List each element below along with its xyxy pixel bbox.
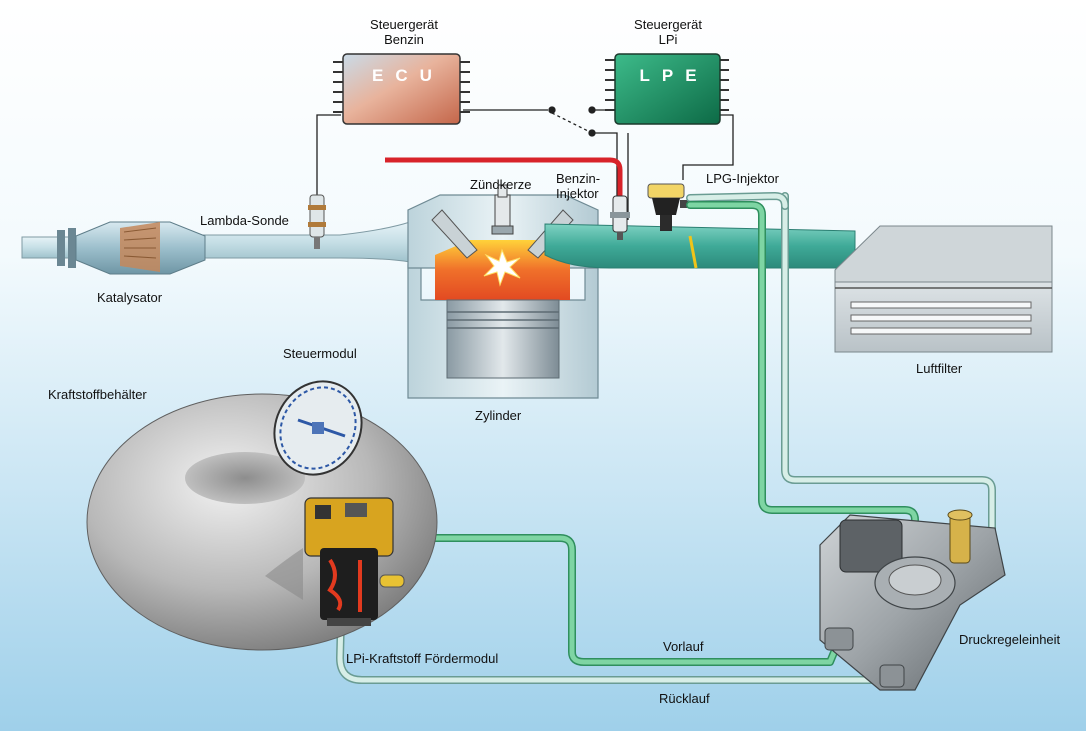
ecu-chip bbox=[342, 53, 461, 125]
ecu-title: Steuergerät Benzin bbox=[349, 17, 459, 47]
label-vorlauf: Vorlauf bbox=[663, 639, 704, 654]
petrol-line bbox=[385, 157, 623, 200]
petrol-injector bbox=[610, 195, 630, 240]
label-lambda-sonde: Lambda-Sonde bbox=[200, 213, 289, 228]
label-luftfilter: Luftfilter bbox=[916, 361, 963, 376]
label-lpg-injektor: LPG-Injektor bbox=[706, 171, 779, 186]
air-filter bbox=[834, 225, 1053, 353]
label-zuendkerze: Zündkerze bbox=[470, 177, 532, 192]
label-foerdermodul: LPi-Kraftstoff Fördermodul bbox=[346, 651, 499, 666]
lpg-injector bbox=[647, 183, 694, 231]
lpe-chip bbox=[614, 53, 721, 125]
catalytic-converter bbox=[57, 221, 206, 275]
lpe-chip-label: LPE bbox=[639, 66, 708, 85]
ecu-title-line2: Benzin bbox=[384, 32, 424, 47]
lpe-title-line2: LPi bbox=[658, 32, 678, 47]
intake-manifold bbox=[544, 223, 856, 269]
label-zylinder: Zylinder bbox=[475, 408, 522, 423]
fuel-pump-module bbox=[304, 497, 405, 626]
piston bbox=[446, 299, 560, 379]
label-steuermodul: Steuermodul bbox=[283, 346, 357, 361]
ecu-chip-label: ECU bbox=[372, 66, 444, 85]
lpe-title: Steuergerät LPi bbox=[613, 17, 723, 47]
control-module bbox=[273, 380, 363, 476]
label-benzin-injektor: Benzin- Injektor bbox=[556, 171, 600, 201]
label-kraftstoffbehaelter: Kraftstoffbehälter bbox=[48, 387, 147, 402]
lpe-unit: LPE bbox=[605, 53, 729, 125]
lambda-sensor bbox=[308, 194, 326, 249]
spark bbox=[483, 248, 521, 287]
ecu-unit: ECU bbox=[333, 53, 470, 125]
engine-cylinder bbox=[407, 184, 599, 399]
label-druckregeleinheit: Druckregeleinheit bbox=[959, 632, 1061, 647]
control-wiring bbox=[316, 106, 734, 220]
label-katalysator: Katalysator bbox=[97, 290, 163, 305]
pressure-regulator bbox=[819, 509, 1006, 691]
lpe-title-line1: Steuergerät bbox=[634, 17, 702, 32]
spark-plug bbox=[491, 184, 514, 235]
supply-line bbox=[344, 201, 919, 666]
ecu-title-line1: Steuergerät bbox=[370, 17, 438, 32]
return-line bbox=[336, 192, 996, 684]
label-benzin-injektor-line1: Benzin- bbox=[556, 171, 601, 186]
label-ruecklauf: Rücklauf bbox=[659, 691, 710, 706]
label-benzin-injektor-line2: Injektor bbox=[556, 186, 599, 201]
valve-left bbox=[431, 209, 478, 259]
